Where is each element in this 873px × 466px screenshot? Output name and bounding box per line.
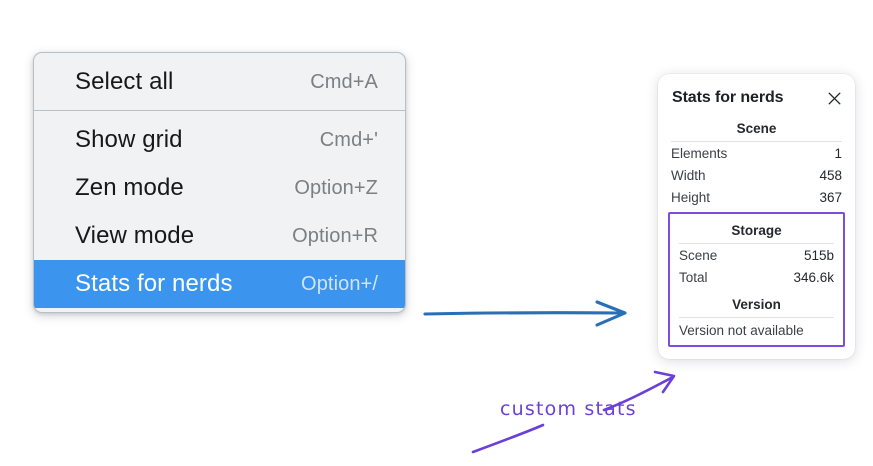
stats-row-key: Total (679, 270, 708, 285)
divider (671, 141, 842, 142)
purple-underline-stroke (471, 423, 545, 454)
menu-item-shortcut: Cmd+A (310, 70, 378, 93)
stats-row-value: 458 (819, 168, 842, 183)
menu-item-zen-mode[interactable]: Zen mode Option+Z (34, 164, 405, 212)
stats-row-storage-total: Total 346.6k (678, 266, 835, 288)
context-menu[interactable]: Select all Cmd+A Show grid Cmd+' Zen mod… (33, 52, 406, 313)
menu-group-2: Show grid Cmd+' Zen mode Option+Z View m… (34, 110, 405, 312)
stats-panel-titlebar: Stats for nerds (658, 84, 855, 112)
purple-arrow-to-box (602, 370, 676, 412)
blue-arrow (423, 300, 627, 327)
menu-item-shortcut: Option+/ (301, 272, 378, 295)
stats-section-scene: Scene Elements 1 Width 458 Height 367 (658, 112, 855, 208)
stats-for-nerds-panel: Stats for nerds Scene Elements 1 Width 4… (658, 74, 855, 359)
menu-item-label: View mode (75, 222, 195, 249)
menu-item-label: Show grid (75, 126, 183, 153)
stats-row-value: 346.6k (793, 270, 834, 285)
menu-item-label: Zen mode (75, 174, 184, 201)
divider (679, 317, 834, 318)
version-note: Version not available (679, 323, 804, 338)
menu-item-shortcut: Option+Z (294, 176, 378, 199)
menu-item-show-grid[interactable]: Show grid Cmd+' (34, 116, 405, 164)
stats-row-key: Scene (679, 248, 718, 263)
section-heading: Scene (736, 121, 777, 136)
stats-custom-section-box: Storage Scene 515b Total 346.6k Version … (668, 212, 845, 347)
stats-row-value: 515b (803, 248, 834, 263)
stats-row-value: 1 (834, 146, 842, 161)
stats-row-key: Elements (671, 146, 728, 161)
stats-row-elements: Elements 1 (670, 142, 843, 164)
menu-item-shortcut: Cmd+' (319, 128, 378, 151)
menu-item-label: Select all (75, 68, 174, 95)
section-heading: Storage (731, 223, 782, 238)
stats-row-key: Height (671, 190, 711, 205)
annotation-label-custom-stats: custom stats (500, 398, 637, 420)
menu-item-shortcut: Option+R (292, 224, 378, 247)
section-heading: Version (732, 297, 781, 312)
close-icon[interactable] (825, 89, 843, 107)
menu-item-stats-for-nerds[interactable]: Stats for nerds Option+/ (34, 260, 405, 308)
stats-row-value: 367 (819, 190, 842, 205)
stats-panel-title: Stats for nerds (672, 89, 784, 106)
stats-row-height: Height 367 (670, 186, 843, 208)
menu-item-view-mode[interactable]: View mode Option+R (34, 212, 405, 260)
stats-row-width: Width 458 (670, 164, 843, 186)
menu-item-label: Stats for nerds (75, 270, 233, 297)
menu-group-1: Select all Cmd+A (34, 53, 405, 110)
stats-row-key: Width (671, 168, 706, 183)
menu-item-select-all[interactable]: Select all Cmd+A (34, 58, 405, 106)
divider (679, 243, 834, 244)
stats-row-storage-scene: Scene 515b (678, 244, 835, 266)
